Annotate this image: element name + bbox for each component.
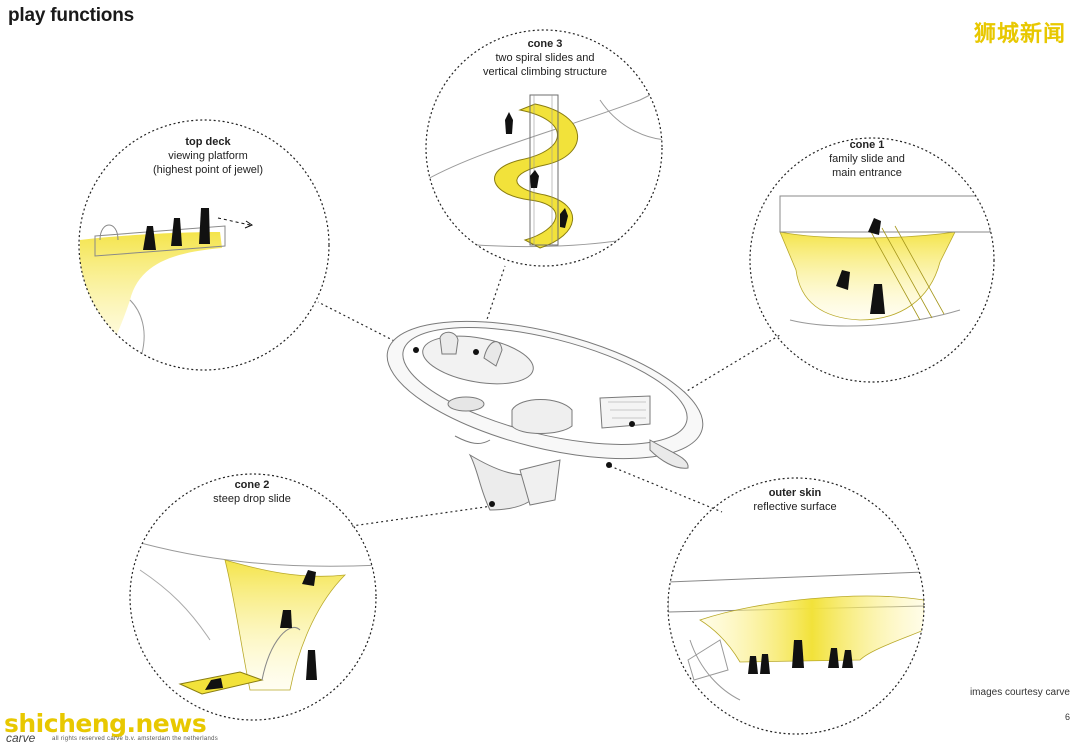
label-top-deck-title: top deck (185, 136, 231, 148)
top-deck-circle (78, 119, 330, 371)
page-number: 6 (1064, 712, 1070, 722)
label-top-deck: top deck viewing platform (highest point… (133, 135, 283, 177)
spiral-slide-shape (494, 103, 578, 249)
cone2-circle (129, 473, 377, 721)
label-top-deck-line2: (highest point of jewel) (152, 164, 264, 176)
label-cone3-title: cone 3 (527, 38, 563, 50)
image-credit: images courtesy carve (969, 687, 1070, 698)
cone3-circle (425, 29, 663, 267)
label-cone3: cone 3 two spiral slides and vertical cl… (470, 37, 620, 79)
label-outer-skin-line1: reflective surface (753, 501, 837, 513)
watermark-cn: 狮城新闻 (973, 22, 1066, 47)
cone1-circle (749, 137, 995, 383)
label-cone2-line1: steep drop slide (213, 493, 291, 505)
cone1-vignette (749, 137, 995, 383)
cone2-vignette (129, 473, 377, 721)
outer-skin-circle (667, 477, 925, 735)
leader-outer-skin (609, 465, 723, 513)
label-cone1-line1: family slide and (829, 153, 905, 165)
watermark-en: shicheng.news (4, 709, 207, 738)
label-outer-skin-title: outer skin (768, 487, 822, 499)
label-outer-skin: outer skin reflective surface (735, 486, 855, 514)
label-top-deck-line1: viewing platform (168, 150, 248, 162)
label-cone1-line2: main entrance (832, 167, 902, 179)
label-cone1-title: cone 1 (849, 139, 885, 151)
footer-rights: all rights reserved carve b.v. amsterdam… (52, 736, 219, 742)
label-cone2-title: cone 2 (234, 479, 270, 491)
leader-cone2 (351, 505, 493, 527)
leader-cone1 (631, 334, 781, 425)
label-cone3-line1: two spiral slides and (495, 52, 595, 64)
label-cone3-line2: vertical climbing structure (482, 66, 608, 78)
page-title: play functions (8, 5, 134, 26)
label-cone2: cone 2 steep drop slide (192, 478, 312, 506)
footer-logo: carve (6, 731, 36, 745)
label-cone1: cone 1 family slide and main entrance (807, 138, 927, 180)
outer-skin-vignette (667, 477, 925, 735)
central-structure (386, 320, 704, 511)
